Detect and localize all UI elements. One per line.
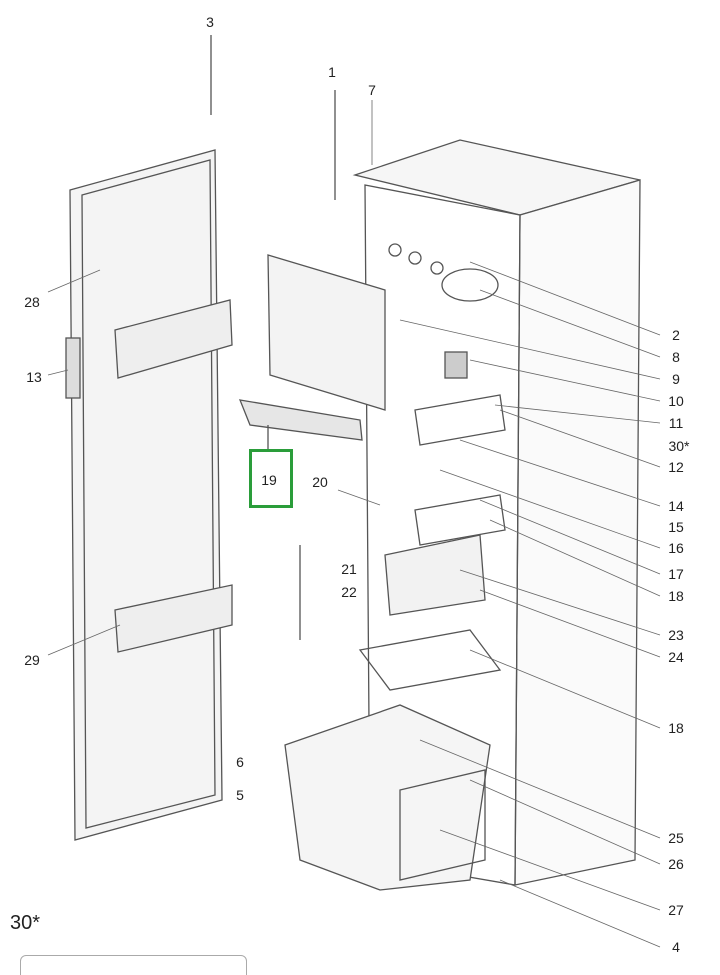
callout-label: 23: [668, 627, 684, 643]
callout-label: 24: [668, 649, 684, 665]
callout-label: 4: [672, 939, 680, 955]
callout-label: 14: [668, 498, 684, 514]
inset-title: 30*: [10, 912, 41, 934]
callout-label: 27: [668, 902, 684, 918]
inset-detail-box: [20, 955, 247, 975]
callout-label: 13: [26, 369, 42, 385]
callout-label: 28: [24, 294, 40, 310]
leader-lines: [47, 100, 661, 948]
callout-label: 17: [668, 566, 684, 582]
callout-label: 15: [668, 519, 684, 535]
callout-label: 3: [206, 14, 214, 30]
callout-label: 9: [672, 371, 680, 387]
cabinet-drawing: [352, 139, 641, 886]
callout-label: 11: [668, 415, 684, 431]
callout-label: 21: [341, 561, 357, 577]
callout-label: 8: [672, 349, 680, 365]
callout-label-highlighted: 19: [261, 472, 277, 488]
callout-label: 30*: [668, 438, 690, 454]
callout-label: 18: [668, 588, 684, 604]
callout-label: 29: [24, 652, 40, 668]
door-drawing: [65, 35, 233, 841]
callout-label: 20: [312, 474, 328, 490]
callout-label: 22: [341, 584, 357, 600]
callout-label: 16: [668, 540, 684, 556]
callout-label: 5: [236, 787, 244, 803]
callout-label: 6: [236, 754, 244, 770]
parts-drawing: [238, 90, 491, 891]
callout-label: 7: [368, 82, 376, 98]
callout-label: 26: [668, 856, 684, 872]
callout-label: 2: [672, 327, 680, 343]
callout-label: 12: [668, 459, 684, 475]
callout-label: 18: [668, 720, 684, 736]
highlight-box: [249, 449, 293, 508]
callout-label: 1: [328, 64, 336, 80]
callout-label: 10: [668, 393, 684, 409]
callout-label: 25: [668, 830, 684, 846]
